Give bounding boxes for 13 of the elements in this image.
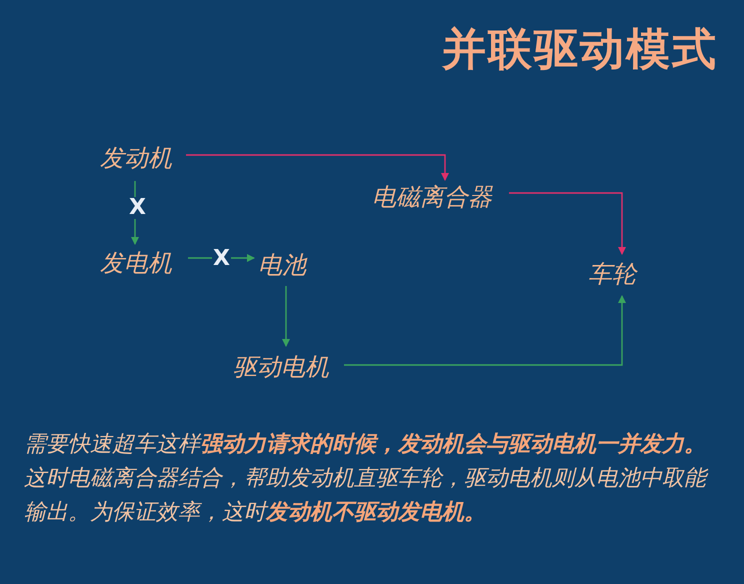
component-label: 电磁离合器: [372, 182, 492, 212]
arrow: [282, 286, 290, 347]
component-label: 发动机: [100, 143, 172, 173]
component-label: 驱动电机: [233, 352, 329, 382]
component-label: 发电机: [100, 248, 172, 278]
title: 并联驱动模式: [442, 23, 718, 77]
arrow: [344, 295, 626, 366]
arrow: [186, 154, 449, 181]
component-label: 电池: [258, 250, 306, 280]
arrow: [509, 192, 626, 255]
component-label: 车轮: [588, 259, 636, 289]
description-text: 需要快速超车这样强动力请求的时候，发动机会与驱动电机一并发力。这时电磁离合器结合，帮助发动机直驱车轮，驱动电机则从电池中取能输出。为保证效率，这时发动机不驱动发电机。: [24, 428, 724, 530]
edge-label: X: [128, 197, 147, 219]
